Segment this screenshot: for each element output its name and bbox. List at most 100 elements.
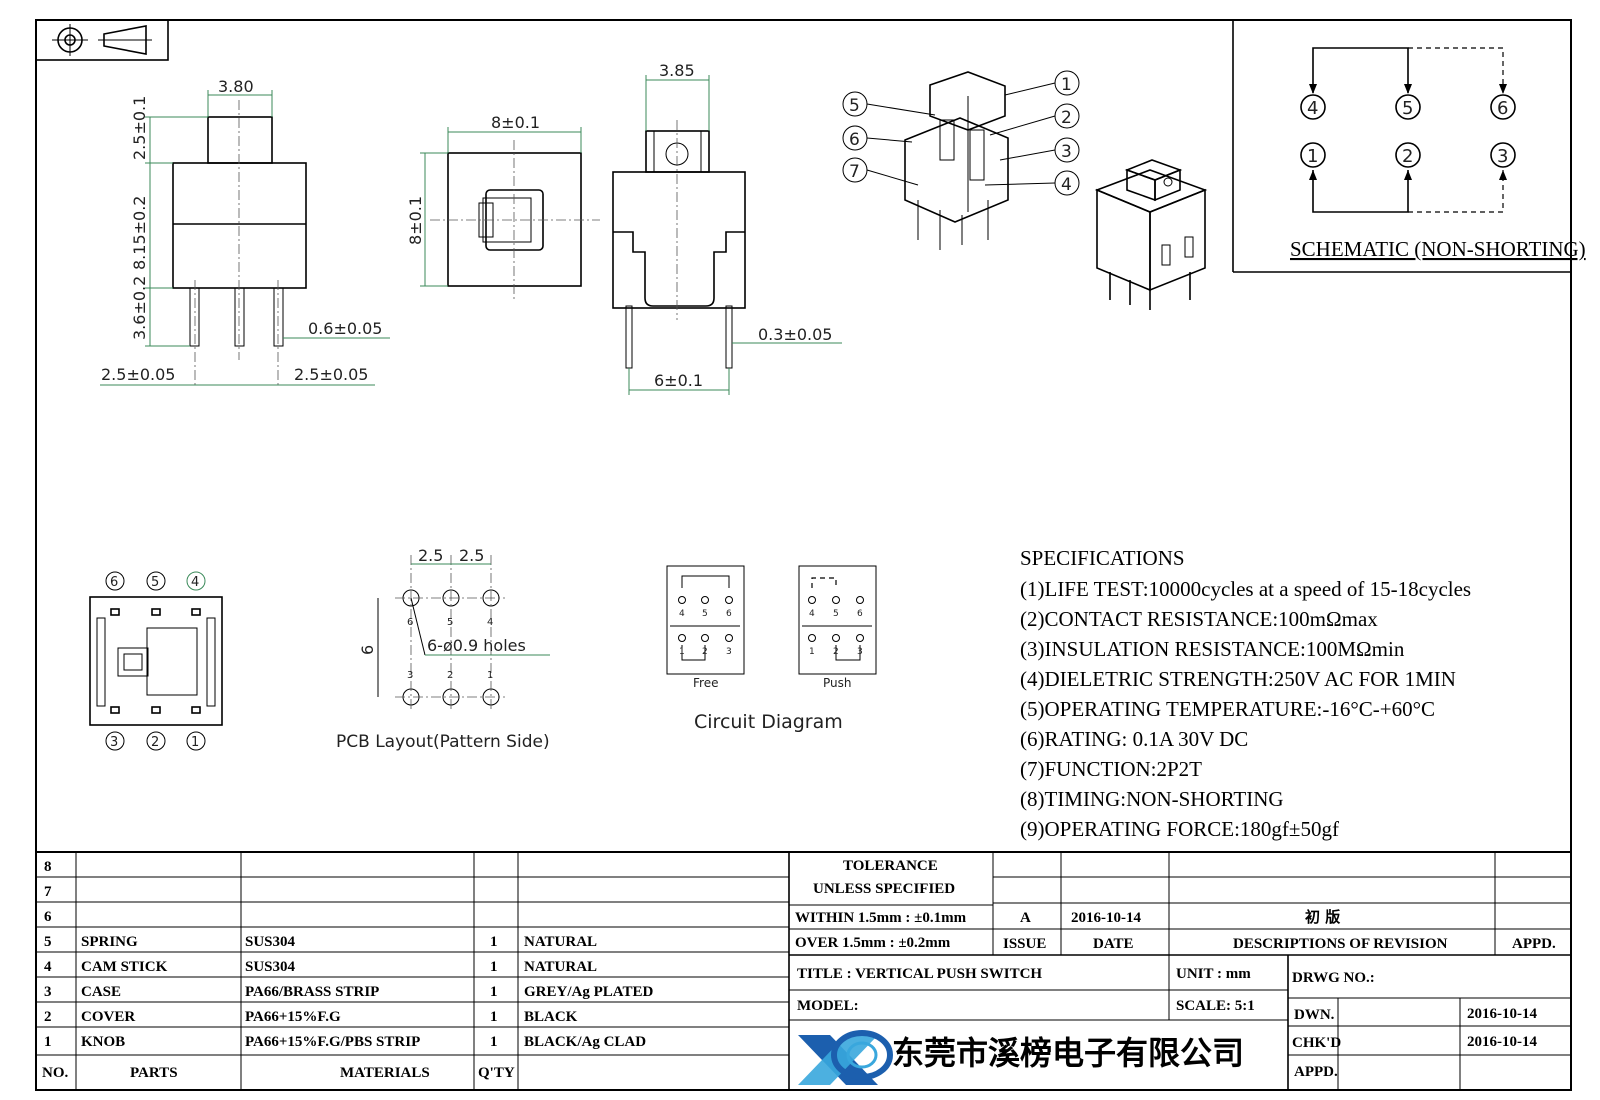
pcb-pitch-a: 2.5 <box>418 546 443 565</box>
svg-text:DESCRIPTIONS OF REVISION: DESCRIPTIONS OF REVISION <box>1233 936 1448 952</box>
bom-cell-qty: 1 <box>490 959 498 975</box>
bom-cell-qty: 1 <box>490 1009 498 1025</box>
spec-item: (2)CONTACT RESISTANCE:100mΩmax <box>1020 607 1378 631</box>
spec-item: (5)OPERATING TEMPERATURE:-16°C-+60°C <box>1020 697 1435 721</box>
dim-top-width: 8±0.1 <box>491 113 540 132</box>
tolerance-within: WITHIN 1.5mm : ±0.1mm <box>795 910 967 926</box>
sheet-border <box>35 19 1572 1091</box>
circuit-push-label: Push <box>823 676 852 690</box>
dim-front-pitch: 6±0.1 <box>654 371 703 390</box>
bom-cell-no: 8 <box>44 859 52 875</box>
circuit-caption: Circuit Diagram <box>694 711 843 733</box>
schematic-pin: 1 <box>1307 146 1318 167</box>
schematic-pin: 2 <box>1402 146 1413 167</box>
svg-text:4: 4 <box>1061 175 1072 195</box>
svg-text:4: 4 <box>679 609 685 619</box>
projection-symbol <box>35 19 169 61</box>
isometric-exploded-view <box>904 71 1009 250</box>
bom-cell-part: SPRING <box>81 934 138 950</box>
tolerance-block: TOLERANCE UNLESS SPECIFIED WITHIN 1.5mm … <box>789 852 1571 956</box>
schematic-pin: 6 <box>1497 98 1508 119</box>
bom-cell-part: CAM STICK <box>81 959 168 975</box>
svg-text:2: 2 <box>702 647 708 657</box>
spec-heading: SPECIFICATIONS <box>1020 546 1185 570</box>
bom-cell-no: 3 <box>44 984 52 1000</box>
svg-text:3: 3 <box>407 670 413 681</box>
bom-cell-material: PA66/BRASS STRIP <box>245 984 379 1000</box>
bom-cell-no: 2 <box>44 1009 52 1025</box>
svg-text:2: 2 <box>447 670 453 681</box>
svg-text:APPD.: APPD. <box>1294 1064 1338 1080</box>
svg-text:5: 5 <box>849 96 860 116</box>
revision-block: A 2016-10-14 初 版 ISSUE DATE DESCRIPTIONS… <box>993 852 1571 955</box>
svg-text:4: 4 <box>487 617 493 628</box>
bom-cell-no: 4 <box>44 959 52 975</box>
spec-item: (6)RATING: 0.1A 30V DC <box>1020 727 1248 751</box>
svg-text:3: 3 <box>1061 142 1072 162</box>
dim-side-pin-height: 3.6±0.2 <box>130 276 149 340</box>
svg-text:3: 3 <box>110 735 118 750</box>
bom-cell-no: 1 <box>44 1034 52 1050</box>
circuit-diagram: 4 5 6 1 2 3 4 5 6 1 2 3 Free Push Circui… <box>666 565 877 733</box>
svg-text:5: 5 <box>702 609 708 619</box>
svg-text:CHK'D: CHK'D <box>1292 1035 1341 1051</box>
svg-text:MATERIALS: MATERIALS <box>340 1065 430 1081</box>
svg-text:ISSUE: ISSUE <box>1003 936 1046 952</box>
svg-text:1: 1 <box>487 670 493 681</box>
svg-text:5: 5 <box>833 609 839 619</box>
bom-cell-finish: BLACK <box>524 1009 578 1025</box>
bom-cell-qty: 1 <box>490 984 498 1000</box>
bom-cell-part: CASE <box>81 984 121 1000</box>
revision-desc: 初 版 <box>1305 908 1340 926</box>
dim-side-top-width: 3.80 <box>218 77 254 96</box>
revision-date: 2016-10-14 <box>1071 910 1141 926</box>
bom-cell-qty: 1 <box>490 1034 498 1050</box>
front-view: 3.85 0.3±0.05 6±0.1 <box>612 61 842 395</box>
tolerance-title: TOLERANCE <box>843 858 938 874</box>
spec-item: (1)LIFE TEST:10000cycles at a speed of 1… <box>1020 577 1471 601</box>
top-view: 8±0.1 8±0.1 <box>406 113 600 300</box>
svg-text:3: 3 <box>726 647 732 657</box>
svg-text:NO.: NO. <box>42 1065 69 1081</box>
bom-cell-finish: GREY/Ag PLATED <box>524 984 653 1000</box>
bom-cell-finish: BLACK/Ag CLAD <box>524 1034 646 1050</box>
bom-cell-no: 6 <box>44 909 52 925</box>
schematic-pin: 4 <box>1307 98 1318 119</box>
svg-text:APPD.: APPD. <box>1512 936 1556 952</box>
bom-cell-finish: NATURAL <box>524 934 597 950</box>
bom-cell-material: SUS304 <box>245 934 296 950</box>
dim-side-knob-height: 2.5±0.1 <box>130 96 149 160</box>
svg-text:3: 3 <box>857 647 863 657</box>
svg-text:2: 2 <box>151 735 159 750</box>
spec-item: (9)OPERATING FORCE:180gf±50gf <box>1020 817 1339 841</box>
model-field: MODEL: <box>797 998 859 1014</box>
dim-front-top-width: 3.85 <box>659 61 695 80</box>
bom-cell-finish: NATURAL <box>524 959 597 975</box>
side-view: 3.80 2.5±0.1 8.15±0.2 3.6±0.2 0.6±0.05 2… <box>100 77 390 386</box>
pcb-pitch-b: 2.5 <box>459 546 484 565</box>
svg-text:6: 6 <box>407 617 413 628</box>
svg-text:5: 5 <box>151 575 159 590</box>
svg-text:6: 6 <box>110 575 118 590</box>
spec-item: (3)INSULATION RESISTANCE:100MΩmin <box>1020 637 1405 661</box>
schematic-pin: 5 <box>1402 98 1413 119</box>
isometric-assembled-view <box>1094 159 1208 310</box>
svg-text:1: 1 <box>679 647 685 657</box>
svg-text:DATE: DATE <box>1093 936 1134 952</box>
spec-item: (4)DIELETRIC STRENGTH:250V AC FOR 1MIN <box>1020 667 1456 691</box>
bottom-view: 6 5 4 3 2 1 <box>89 571 223 751</box>
specifications: SPECIFICATIONS (1)LIFE TEST:10000cycles … <box>1020 546 1471 841</box>
svg-text:DWN.: DWN. <box>1294 1007 1335 1023</box>
svg-text:4: 4 <box>809 609 815 619</box>
svg-text:2: 2 <box>1061 108 1072 128</box>
svg-text:6: 6 <box>726 609 732 619</box>
dim-side-pitch-left: 2.5±0.05 <box>101 365 175 384</box>
company-logo <box>798 1030 893 1085</box>
svg-text:1: 1 <box>1061 75 1072 95</box>
revision-issue: A <box>1020 910 1031 926</box>
schematic-title: SCHEMATIC (NON-SHORTING) <box>1290 237 1586 261</box>
bom-cell-material: PA66+15%F.G <box>245 1009 341 1025</box>
dim-side-pin-width: 0.6±0.05 <box>308 319 382 338</box>
tolerance-subtitle: UNLESS SPECIFIED <box>813 881 955 897</box>
